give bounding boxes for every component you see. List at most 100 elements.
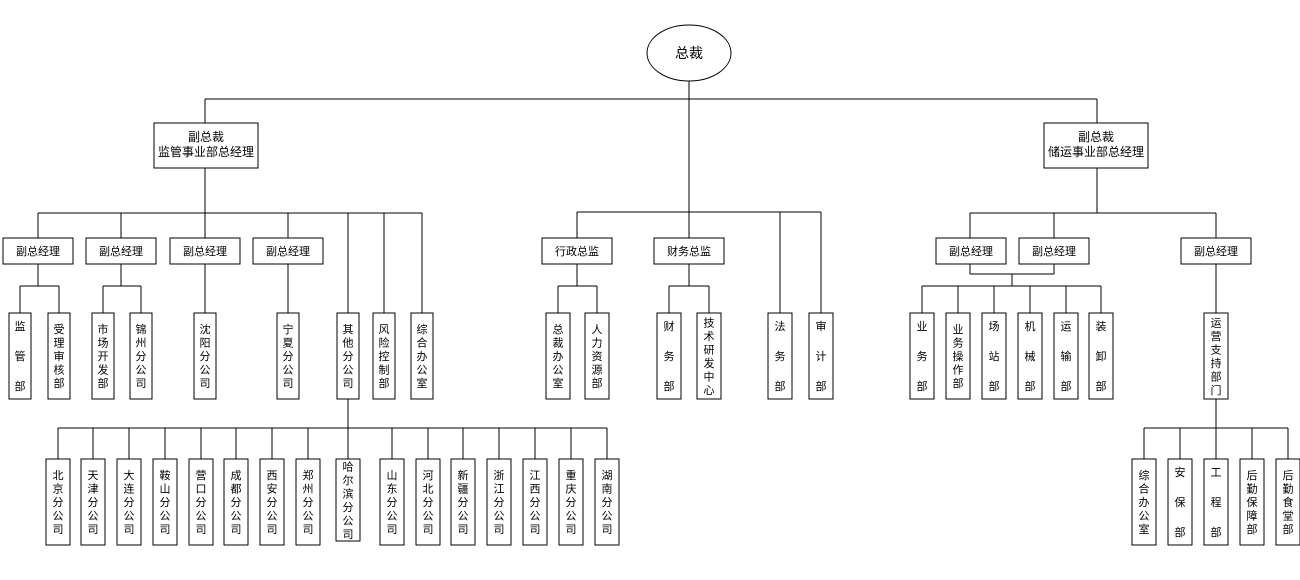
right-dept-3: 机械部 <box>1017 312 1043 400</box>
mid-dept-shenji-label: 审计部 <box>816 319 827 393</box>
right-deputy-2-label: 副总经理 <box>1194 244 1238 258</box>
branch-2-label: 大连分公司 <box>124 468 135 536</box>
branch-0: 北京分公司 <box>45 458 71 546</box>
branch-7: 郑州分公司 <box>295 458 321 546</box>
left-dept-shenyang-label: 沈阳分公司 <box>200 322 211 390</box>
branch-3: 鞍山分公司 <box>152 458 178 546</box>
mid-dept-caiwu-label: 财务部 <box>664 319 675 393</box>
right-dept-5: 装卸部 <box>1088 312 1114 400</box>
left-dept-jinzhou-label: 锦州分公司 <box>136 322 147 390</box>
branch-14-label: 重庆分公司 <box>566 468 577 536</box>
vp-right-box-line-1: 储运事业部总经理 <box>1048 144 1144 159</box>
right-dept-3-label: 机械部 <box>1025 319 1036 393</box>
left-deputy-1: 副总经理 <box>85 237 157 265</box>
branch-10: 河北分公司 <box>415 458 441 546</box>
support-dept-4-label: 后勤食堂部 <box>1283 469 1294 536</box>
left-dept-jianguan-label: 监管部 <box>15 320 26 393</box>
left-dept-jianguan: 监管部 <box>8 312 32 400</box>
left-dept-ningxia: 宁夏分公司 <box>276 312 300 400</box>
left-dept-shouli: 受理审核部 <box>47 312 71 400</box>
right-dept-5-label: 装卸部 <box>1096 320 1107 393</box>
mid-dept-rd: 技术研发中心 <box>696 312 722 400</box>
branch-4: 营口分公司 <box>188 458 214 546</box>
branch-12: 浙江分公司 <box>486 458 512 546</box>
branch-11-label: 新疆分公司 <box>458 468 469 536</box>
right-dept-support-label: 运营支持部门 <box>1211 316 1222 397</box>
support-dept-3: 后勤保障部 <box>1239 458 1265 546</box>
right-dept-0: 业务部 <box>909 312 935 400</box>
right-dept-support: 运营支持部门 <box>1203 312 1229 400</box>
left-direct-1-label: 风险控制部 <box>379 323 390 390</box>
mid-dept-hr: 人力资源部 <box>584 312 610 400</box>
left-direct-0-label: 其他分公司 <box>343 323 354 390</box>
left-deputy-2-label: 副总经理 <box>183 244 227 258</box>
mid-dept-hr-label: 人力资源部 <box>592 323 603 390</box>
left-direct-2-label: 综合办公室 <box>417 322 428 390</box>
branch-12-label: 浙江分公司 <box>494 469 505 536</box>
root-label: 总裁 <box>675 46 703 62</box>
branch-14: 重庆分公司 <box>558 458 584 546</box>
left-deputy-0-label: 副总经理 <box>16 244 60 258</box>
left-deputy-3-label: 副总经理 <box>266 244 310 258</box>
right-deputy-2: 副总经理 <box>1180 237 1252 265</box>
support-dept-3-label: 后勤保障部 <box>1247 469 1258 536</box>
branch-1: 天津分公司 <box>80 458 106 546</box>
vp-left-box-line-1: 监管事业部总经理 <box>158 144 254 159</box>
branch-0-label: 北京分公司 <box>53 469 64 536</box>
branch-9: 山东分公司 <box>379 458 405 546</box>
branch-2: 大连分公司 <box>116 458 142 546</box>
left-dept-ningxia-label: 宁夏分公司 <box>283 322 294 390</box>
mid-dept-caiwu: 财务部 <box>656 312 682 400</box>
left-deputy-3: 副总经理 <box>252 237 324 265</box>
mid-dept-fawu: 法务部 <box>767 312 793 400</box>
right-dept-4-label: 运输部 <box>1061 320 1072 393</box>
mid-director-finance-label: 财务总监 <box>667 244 711 258</box>
support-dept-1: 安保部 <box>1167 458 1193 546</box>
left-dept-shouli-label: 受理审核部 <box>54 323 65 390</box>
mid-dept-zongcai: 总裁办公室 <box>545 312 571 400</box>
mid-director-finance: 财务总监 <box>653 237 725 265</box>
branch-5-label: 成都分公司 <box>231 469 242 536</box>
root-node: 总裁 <box>646 24 732 82</box>
support-dept-0-label: 综合办公室 <box>1139 468 1150 536</box>
right-dept-2-label: 场站部 <box>989 319 1000 393</box>
branch-8: 哈尔滨分公司 <box>335 458 361 542</box>
support-dept-0: 综合办公室 <box>1131 458 1157 546</box>
branch-5: 成都分公司 <box>223 458 249 546</box>
right-deputy-0: 副总经理 <box>935 237 1007 265</box>
support-dept-4: 后勤食堂部 <box>1275 458 1300 546</box>
mid-director-admin: 行政总监 <box>541 237 613 265</box>
left-direct-1: 风险控制部 <box>372 312 396 400</box>
branch-10-label: 河北分公司 <box>423 469 434 536</box>
left-deputy-0: 副总经理 <box>2 237 74 265</box>
right-deputy-1-label: 副总经理 <box>1032 244 1076 258</box>
branch-11: 新疆分公司 <box>450 458 476 546</box>
left-dept-shenyang: 沈阳分公司 <box>193 312 217 400</box>
branch-9-label: 山东分公司 <box>387 469 398 536</box>
mid-dept-zongcai-label: 总裁办公室 <box>553 322 564 390</box>
left-direct-0: 其他分公司 <box>336 312 360 400</box>
left-deputy-1-label: 副总经理 <box>99 244 143 258</box>
right-deputy-0-label: 副总经理 <box>949 244 993 258</box>
mid-dept-fawu-label: 法务部 <box>775 319 786 393</box>
left-dept-shichang-label: 市场开发部 <box>98 322 109 390</box>
branch-4-label: 营口分公司 <box>196 468 207 536</box>
support-dept-1-label: 安保部 <box>1175 465 1186 539</box>
right-dept-2: 场站部 <box>981 312 1007 400</box>
branch-13-label: 江西分公司 <box>530 469 541 536</box>
branch-13: 江西分公司 <box>522 458 548 546</box>
right-dept-0-label: 业务部 <box>917 320 928 393</box>
branch-6-label: 西安分公司 <box>267 469 278 536</box>
branch-15: 湖南分公司 <box>594 458 620 546</box>
branch-6: 西安分公司 <box>259 458 285 546</box>
branch-15-label: 湖南分公司 <box>602 469 613 536</box>
vp-left-box-line-0: 副总裁 <box>188 130 224 144</box>
right-dept-1: 业务操作部 <box>945 312 971 400</box>
left-dept-jinzhou: 锦州分公司 <box>129 312 153 400</box>
support-dept-2-label: 工程部 <box>1211 466 1222 539</box>
left-deputy-2: 副总经理 <box>169 237 241 265</box>
support-dept-2: 工程部 <box>1203 458 1229 546</box>
right-deputy-1: 副总经理 <box>1018 237 1090 265</box>
